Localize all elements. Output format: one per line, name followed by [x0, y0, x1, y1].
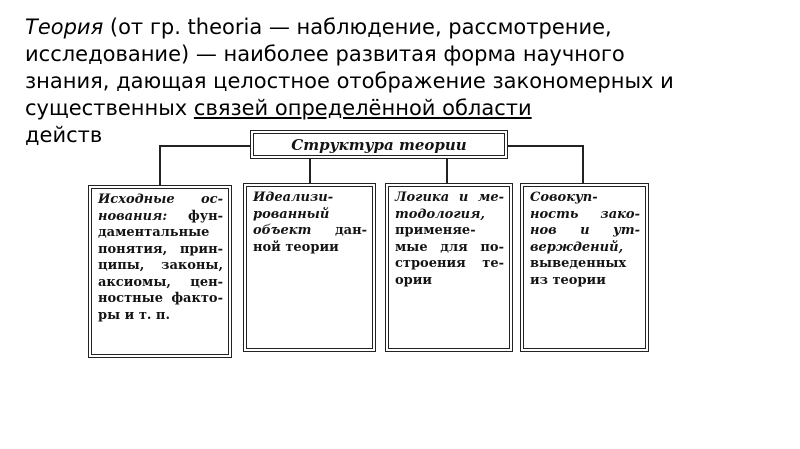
diagram-box-text: Идеализи-рованный объект дан-ной теории: [246, 186, 373, 349]
term-theory: Теория: [25, 15, 104, 39]
connector-line-center-right: [446, 157, 448, 184]
definition-paragraph: Теория (от гр. theoria — наблюдение, рас…: [25, 14, 775, 149]
connector-line-right-horizontal: [507, 145, 584, 147]
diagram-box-idealized-object: Идеализи-рованный объект дан-ной теории: [243, 183, 376, 352]
box-term: Совокуп-ность зако-нов и ут-верждений,: [530, 190, 640, 255]
box-rest: дан-ной теории: [253, 223, 367, 255]
box-rest: применяе-мые для по-строения те-ории: [395, 223, 504, 288]
box-term: Логика и ме-тодология,: [395, 190, 504, 222]
diagram-title-box: Структура теории: [250, 130, 508, 159]
box-term: Идеализи-рованный объект: [253, 190, 334, 238]
connector-line-center-left: [309, 157, 311, 184]
diagram-title: Структура теории: [253, 133, 505, 156]
text-line-3: знания, дающая целостное отображение зак…: [25, 69, 674, 93]
connector-line-left-horizontal: [159, 145, 251, 147]
connector-line-right-vertical: [582, 145, 584, 184]
text-segment: (от гр. theoria — наблюдение, рассмотрен…: [103, 15, 612, 39]
underlined-segment: связей определённой области: [193, 96, 532, 120]
box-rest: фун-даментальные понятия, прин-ципы, зак…: [98, 208, 223, 323]
text-line-1: Теория (от гр. theoria — наблюдение, рас…: [25, 14, 775, 41]
text-line-5: действ: [25, 123, 103, 147]
diagram-box-laws-statements: Совокуп-ность зако-нов и ут-верждений, в…: [520, 183, 649, 352]
diagram-box-initial-foundations: Исходные ос-нования: фун-даментальные по…: [88, 185, 232, 358]
diagram-box-text: Логика и ме-тодология, применяе-мые для …: [388, 186, 510, 349]
text-segment: существенных: [25, 96, 194, 120]
diagram-box-logic-methodology: Логика и ме-тодология, применяе-мые для …: [385, 183, 513, 352]
box-term: Исходные ос-нования:: [98, 192, 223, 224]
text-line-2: исследование) — наиболее развитая форма …: [25, 42, 625, 66]
connector-line-left-vertical: [159, 145, 161, 186]
text-line-4: существенных связей определённой области: [25, 95, 775, 122]
box-rest: выведенных из теории: [530, 256, 627, 288]
diagram-box-text: Совокуп-ность зако-нов и ут-верждений, в…: [523, 186, 646, 349]
diagram-box-text: Исходные ос-нования: фун-даментальные по…: [91, 188, 229, 355]
